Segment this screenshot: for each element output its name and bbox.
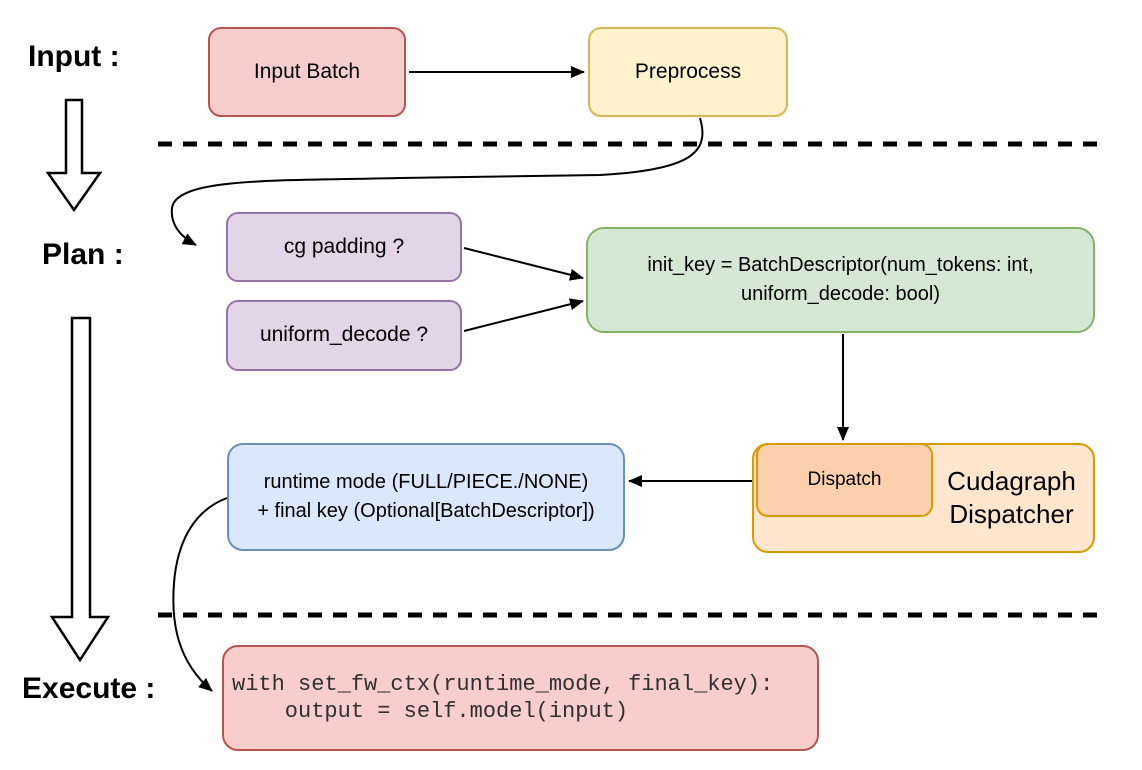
stage-label-input: Input : xyxy=(28,40,120,73)
cudagraph-label-line2: Dispatcher xyxy=(949,499,1074,529)
node-runtime-mode: runtime mode (FULL/PIECE./NONE) + final … xyxy=(227,443,625,551)
node-cg-padding-label: cg padding ? xyxy=(283,234,405,258)
node-preprocess: Preprocess xyxy=(588,27,788,117)
node-input-batch-label: Input Batch xyxy=(253,59,361,83)
node-preprocess-label: Preprocess xyxy=(634,59,742,83)
connector-runtimemode-to-executecode xyxy=(172,497,228,692)
cudagraph-label-line1: Cudagraph xyxy=(947,466,1076,496)
stage-arrow-input-to-plan-icon xyxy=(45,98,103,213)
node-dispatch: Dispatch xyxy=(756,443,933,517)
stage-label-execute: Execute : xyxy=(22,672,156,705)
node-init-key-line2: uniform_decode: bool) xyxy=(740,283,940,305)
node-input-batch: Input Batch xyxy=(208,27,406,117)
stage-arrow-plan-to-execute-icon xyxy=(49,316,111,663)
connector-uniformdecode-to-initkey xyxy=(463,298,584,332)
node-uniform-decode-label: uniform_decode ? xyxy=(259,323,429,347)
stage-label-plan: Plan : xyxy=(42,238,124,271)
connector-cgpadding-to-initkey xyxy=(463,247,584,281)
node-cg-padding: cg padding ? xyxy=(226,212,462,282)
node-runtime-mode-line2: + final key (Optional[BatchDescriptor]) xyxy=(257,500,595,522)
execute-code-line2: output = self.model(input) xyxy=(232,699,629,724)
node-cudagraph-dispatcher-label: Cudagraph Dispatcher xyxy=(936,445,1087,551)
node-uniform-decode: uniform_decode ? xyxy=(226,300,462,371)
node-execute-code: with set_fw_ctx(runtime_mode, final_key)… xyxy=(222,645,819,751)
node-dispatch-label: Dispatch xyxy=(807,469,882,491)
node-init-key-line1: init_key = BatchDescriptor(num_tokens: i… xyxy=(647,254,1034,276)
execute-code-line1: with set_fw_ctx(runtime_mode, final_key)… xyxy=(232,672,774,697)
node-runtime-mode-line1: runtime mode (FULL/PIECE./NONE) xyxy=(263,471,589,493)
node-init-key: init_key = BatchDescriptor(num_tokens: i… xyxy=(586,227,1095,333)
